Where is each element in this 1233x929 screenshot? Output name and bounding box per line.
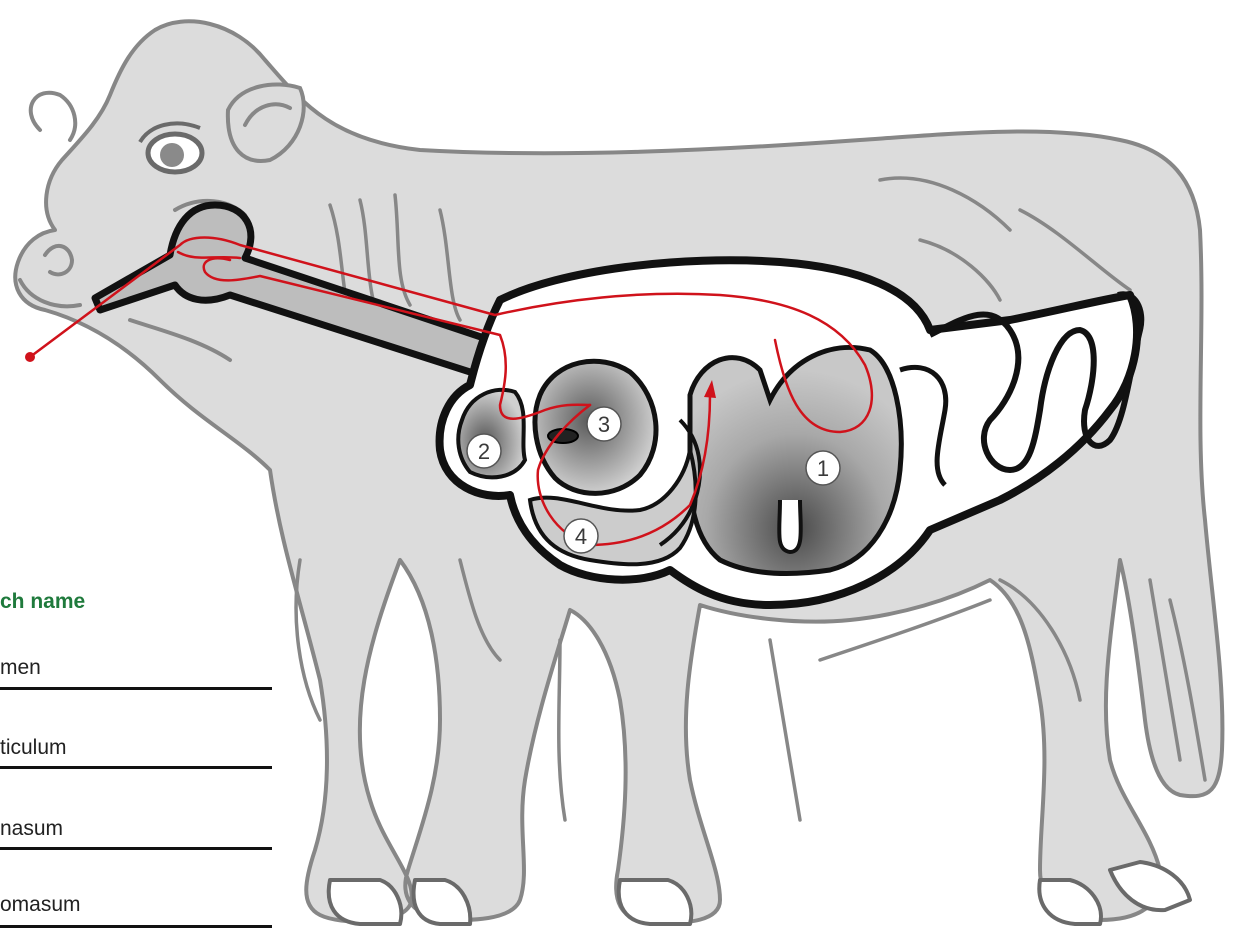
stomach-label-1: 1	[806, 451, 840, 485]
legend-title: ch name	[0, 590, 85, 614]
stomach-label-2-text: 2	[478, 439, 490, 464]
red-dot-icon	[25, 352, 35, 362]
answer-line-3[interactable]	[0, 847, 272, 850]
legend-item-omasum: nasum	[0, 817, 272, 841]
legend-item-abomasum: omasum	[0, 893, 272, 917]
stomach-label-2: 2	[467, 434, 501, 468]
stomach-label-3: 3	[587, 407, 621, 441]
stomach-label-4-text: 4	[575, 524, 587, 549]
stomach-label-1-text: 1	[817, 456, 829, 481]
answer-line-4[interactable]	[0, 925, 272, 928]
legend-item-reticulum: ticulum	[0, 736, 272, 760]
legend-item-rumen: men	[0, 656, 272, 680]
stomach-label-3-text: 3	[598, 412, 610, 437]
answer-line-2[interactable]	[0, 766, 272, 769]
stomach-label-4: 4	[564, 519, 598, 553]
answer-line-1[interactable]	[0, 687, 272, 690]
